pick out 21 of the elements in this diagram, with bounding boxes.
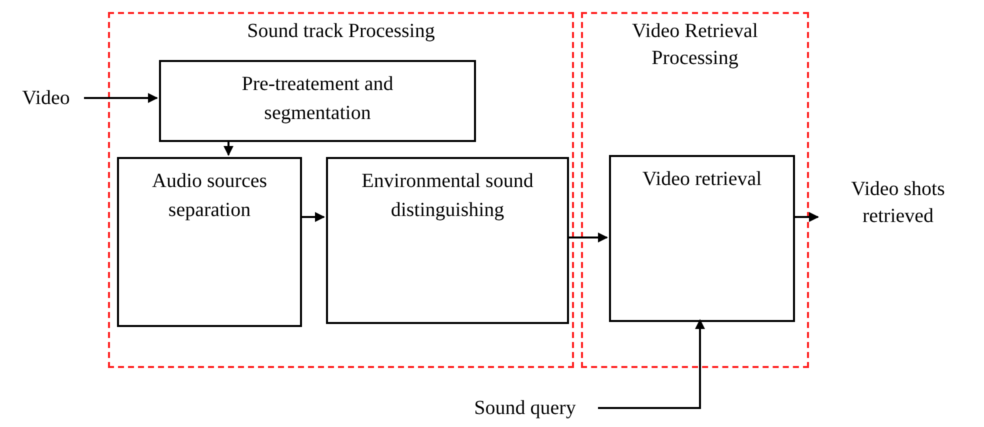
arrow	[598, 319, 705, 409]
process-box	[326, 157, 569, 324]
arrow	[300, 212, 325, 222]
arrow	[793, 212, 819, 222]
text-label: Video	[22, 86, 70, 110]
box-label: Pre-treatement and segmentation	[240, 72, 394, 126]
text-label: Video shots retrieved	[850, 177, 946, 229]
box-label: Environmental sound distinguishing	[360, 169, 534, 223]
group-title: Video Retrieval Processing	[631, 19, 759, 71]
process-box	[159, 60, 476, 142]
process-box	[609, 155, 795, 322]
arrow	[567, 232, 608, 242]
process-box	[117, 157, 302, 327]
dashed-group-frame	[581, 12, 809, 368]
arrow	[224, 140, 234, 156]
box-label: Video retrieval	[642, 167, 762, 192]
text-label: Sound query	[474, 396, 576, 420]
dashed-group-frame	[108, 12, 574, 368]
arrow	[84, 93, 158, 103]
box-label: Audio sources separation	[151, 169, 268, 223]
group-title: Sound track Processing	[247, 19, 435, 44]
